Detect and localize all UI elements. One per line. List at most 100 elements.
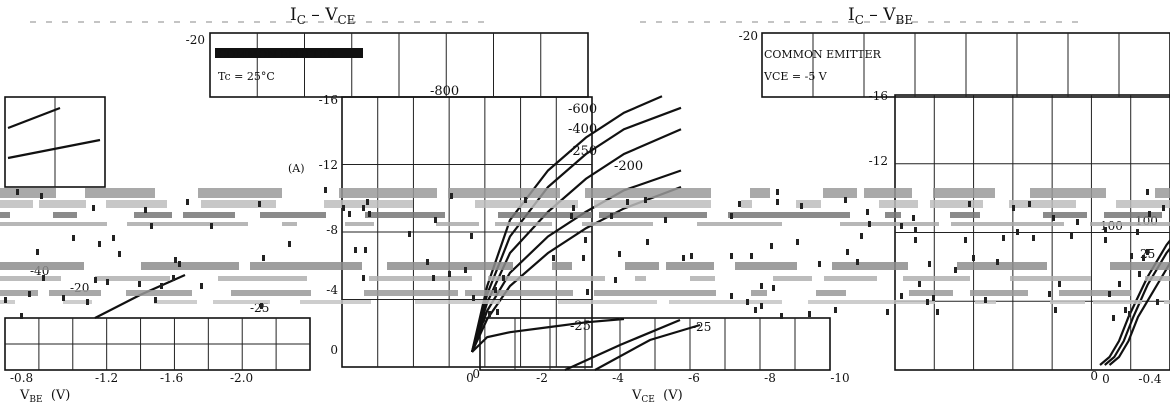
scanline-speckle bbox=[996, 259, 999, 265]
scanline-speckle bbox=[754, 307, 757, 313]
scanline-noise bbox=[0, 276, 61, 281]
scanline-speckle bbox=[1156, 299, 1159, 305]
scanline-noise bbox=[126, 290, 192, 296]
scanline-noise bbox=[666, 262, 714, 270]
scanline-speckle bbox=[912, 215, 915, 221]
ic-vce-annotation-line1: COMMON EMITTER bbox=[218, 48, 336, 61]
scanline-noise bbox=[85, 188, 155, 198]
scanline-speckle bbox=[886, 309, 889, 315]
scanline-speckle bbox=[1076, 219, 1079, 225]
scanline-speckle bbox=[936, 309, 939, 315]
scanline-speckle bbox=[16, 189, 19, 195]
scanline-speckle bbox=[1148, 211, 1151, 217]
scanline-speckle bbox=[464, 267, 467, 273]
scanline-speckle bbox=[106, 279, 109, 285]
scanline-noise bbox=[250, 262, 362, 270]
scanline-speckle bbox=[62, 295, 65, 301]
scanline-noise bbox=[260, 212, 326, 218]
scanline-speckle bbox=[1048, 291, 1051, 297]
scanline-noise bbox=[885, 212, 901, 218]
ic-vce-y-tick: -12 bbox=[319, 158, 338, 172]
scanline-noise bbox=[387, 262, 513, 270]
ic-vbe-y-tick: -16 bbox=[869, 89, 888, 103]
scanline-speckle bbox=[928, 261, 931, 267]
scanline-noise bbox=[154, 300, 197, 304]
scanline-noise bbox=[930, 200, 983, 208]
scanline-speckle bbox=[776, 199, 779, 205]
scanline-speckle bbox=[760, 303, 763, 309]
scanline-speckle bbox=[552, 255, 555, 261]
ic-vce-series-label: -600 bbox=[568, 102, 597, 117]
scanline-noise bbox=[832, 262, 908, 270]
scanline-speckle bbox=[690, 253, 693, 259]
scanline-noise bbox=[840, 222, 939, 226]
scanline-noise bbox=[669, 300, 782, 304]
ic-vce-series-label: -200 bbox=[614, 159, 643, 174]
ic-vbe-annotation-line1: COMMON EMITTER bbox=[764, 48, 882, 61]
scanline-noise bbox=[1110, 262, 1170, 270]
scanline-speckle bbox=[354, 247, 357, 253]
ic-vce-bottom-curve bbox=[595, 325, 700, 370]
scanline-noise bbox=[436, 222, 479, 226]
scanline-noise bbox=[1050, 300, 1085, 304]
ic-vce-y-tick: 0 bbox=[330, 343, 338, 357]
scanline-speckle bbox=[450, 193, 453, 199]
left-x-tick: -1.2 bbox=[95, 371, 118, 385]
left-xlabel-unit: (V) bbox=[51, 388, 71, 403]
right-xlabel-main: V bbox=[632, 388, 641, 403]
scanline-noise bbox=[1104, 212, 1162, 218]
scanline-speckle bbox=[776, 189, 779, 195]
scanline-speckle bbox=[1146, 249, 1149, 255]
scanline-speckle bbox=[42, 275, 45, 281]
scanline-speckle bbox=[780, 313, 783, 319]
left-x-tick: -1.6 bbox=[160, 371, 183, 385]
ic-vce-x-tick: 0 bbox=[466, 371, 474, 385]
scanline-speckle bbox=[434, 217, 437, 223]
ic-vbe-y-tick: -20 bbox=[739, 29, 758, 43]
scanline-noise bbox=[53, 212, 77, 218]
ic-vce-annotation-line2: Tc = 25°C bbox=[218, 70, 275, 83]
scanline-speckle bbox=[98, 241, 101, 247]
scanline-speckle bbox=[968, 201, 971, 207]
scanline-noise bbox=[0, 200, 33, 208]
scanline-noise bbox=[0, 290, 38, 296]
scanline-noise bbox=[751, 290, 767, 296]
scanline-speckle bbox=[914, 237, 917, 243]
scanline-speckle bbox=[178, 261, 181, 267]
scanline-speckle bbox=[900, 293, 903, 299]
scanline-speckle bbox=[932, 295, 935, 301]
scanline-speckle bbox=[800, 203, 803, 209]
scanline-noise bbox=[369, 276, 472, 281]
scanline-speckle bbox=[860, 233, 863, 239]
scanline-speckle bbox=[28, 291, 31, 297]
scanline-speckle bbox=[1138, 271, 1141, 277]
scanline-speckle bbox=[324, 187, 327, 193]
scanline-noise bbox=[415, 300, 500, 304]
scanline-speckle bbox=[1162, 205, 1165, 211]
ic-vce-series-label: -250 bbox=[568, 144, 597, 159]
scanline-speckle bbox=[866, 209, 869, 215]
ic-vce-y-unit: (A) bbox=[288, 162, 305, 175]
scanline-noise bbox=[0, 212, 10, 218]
ic-vbe-y-tick: 0 bbox=[1090, 369, 1098, 383]
scanline-noise bbox=[552, 262, 572, 270]
right-xlabel-sub: CE bbox=[641, 395, 654, 405]
scanline-noise bbox=[198, 188, 282, 198]
scanline-noise bbox=[1009, 200, 1076, 208]
scanline-speckle bbox=[856, 259, 859, 265]
scanline-speckle bbox=[1104, 237, 1107, 243]
scanline-noise bbox=[879, 200, 918, 208]
ic-vce-y-tick: -4 bbox=[326, 283, 338, 297]
scanline-speckle bbox=[646, 239, 649, 245]
ic-vce-x-tick: -10 bbox=[830, 371, 849, 385]
scanline-noise bbox=[1043, 212, 1087, 218]
scanline-speckle bbox=[1070, 233, 1073, 239]
right-x-axis-label: VCE (V) bbox=[632, 388, 683, 403]
scanline-speckle bbox=[342, 205, 345, 211]
scanline-noise bbox=[585, 188, 711, 198]
scanline-speckle bbox=[502, 275, 505, 281]
scanline-speckle bbox=[366, 199, 369, 205]
ic-vce-series-label: -400 bbox=[568, 122, 597, 137]
